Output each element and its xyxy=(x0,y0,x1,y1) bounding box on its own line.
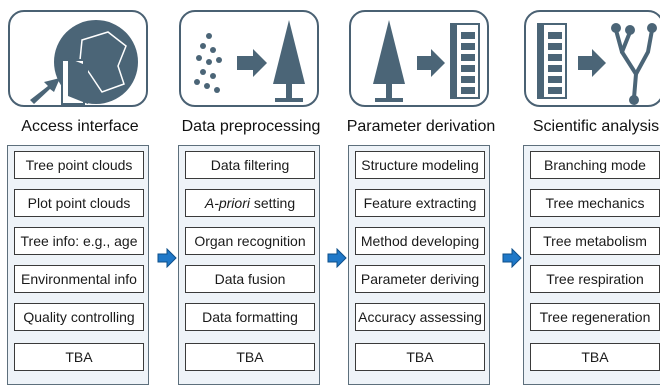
list-item: Branching mode xyxy=(530,151,660,179)
list-item: Organ recognition xyxy=(185,227,315,255)
list-item: Tree point clouds xyxy=(14,151,144,179)
column-title: Parameter derivation xyxy=(346,118,496,135)
list-item: Data fusion xyxy=(185,265,315,293)
items-panel: Structure modeling Feature extracting Me… xyxy=(348,145,490,385)
items-panel: Data filtering A-priori setting Organ re… xyxy=(178,145,320,385)
list-item: Data formatting xyxy=(185,303,315,331)
flow-arrow-icon xyxy=(327,248,347,268)
list-item: A-priori setting xyxy=(185,189,315,217)
list-item: Tree mechanics xyxy=(530,189,660,217)
scientific-analysis-icon xyxy=(537,23,657,105)
access-interface-icon xyxy=(30,20,138,105)
parameter-derivation-icon xyxy=(373,20,480,102)
list-item: Plot point clouds xyxy=(14,189,144,217)
list-item: Tree info: e.g., age xyxy=(14,227,144,255)
list-item: Quality controlling xyxy=(14,303,144,331)
items-panel: Branching mode Tree mechanics Tree metab… xyxy=(523,145,660,385)
list-item: Environmental info xyxy=(14,265,144,293)
list-item: TBA xyxy=(355,343,485,371)
column-scientific-analysis: Scientific analysis Branching mode Tree … xyxy=(521,0,660,385)
apriori-label: A-priori xyxy=(204,195,250,211)
column-title: Scientific analysis xyxy=(532,118,660,135)
column-parameter-derivation: Parameter derivation Structure modeling … xyxy=(346,0,495,385)
setting-label: setting xyxy=(249,195,296,211)
column-access-interface: Access interface Tree point clouds Plot … xyxy=(5,0,153,385)
list-item: Tree regeneration xyxy=(530,303,660,331)
column-title: Access interface xyxy=(21,118,139,135)
list-item: Structure modeling xyxy=(355,151,485,179)
preprocessing-icon xyxy=(194,20,305,102)
list-item: Data filtering xyxy=(185,151,315,179)
list-item: Feature extracting xyxy=(355,189,485,217)
access-interface-icon-box xyxy=(8,10,148,107)
list-item: Method developing xyxy=(355,227,485,255)
list-item: TBA xyxy=(14,343,144,371)
list-item: Parameter deriving xyxy=(355,265,485,293)
flow-arrow-icon xyxy=(157,248,177,268)
list-item: TBA xyxy=(530,343,660,371)
preprocessing-icon-box xyxy=(179,10,319,107)
list-item: Tree metabolism xyxy=(530,227,660,255)
items-panel: Tree point clouds Plot point clouds Tree… xyxy=(7,145,149,385)
column-data-preprocessing: Data preprocessing Data filtering A-prio… xyxy=(176,0,324,385)
list-item: TBA xyxy=(185,343,315,371)
list-item: Accuracy assessing xyxy=(355,303,485,331)
parameter-derivation-icon-box xyxy=(349,10,489,107)
column-title: Data preprocessing xyxy=(181,118,321,135)
list-item: Tree respiration xyxy=(530,265,660,293)
scientific-analysis-icon-box xyxy=(524,10,660,107)
flow-arrow-icon xyxy=(502,248,522,268)
